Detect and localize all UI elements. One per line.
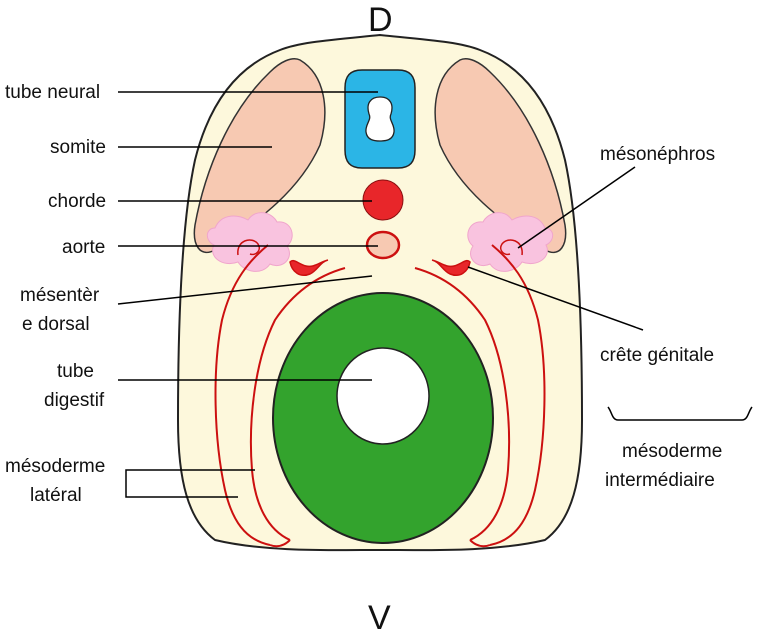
- mesonephric-tubule-right: [499, 239, 523, 256]
- genital-ridge-left: [289, 259, 329, 276]
- label-tube-neural: tube neural: [5, 82, 101, 103]
- neural-canal: [365, 96, 395, 142]
- label-mesoderme-intermediaire-line2: intermédiaire: [605, 470, 715, 491]
- mesonephric-tubule-left: [237, 239, 261, 256]
- leader-mesoderme-lateral: [125, 469, 255, 498]
- label-mesonephros: mésonéphros: [600, 144, 716, 165]
- leader-crete-genitale: [467, 266, 644, 331]
- dorsal-label: D: [368, 1, 393, 39]
- somite-right: [434, 58, 567, 254]
- notochord: [362, 179, 404, 221]
- leader-mesentere: [117, 275, 373, 305]
- label-somite: somite: [50, 137, 106, 158]
- ventral-label: V: [368, 599, 391, 637]
- lateral-mesoderm-left-outer: [214, 244, 271, 546]
- leader-mesonephros: [517, 166, 636, 249]
- label-mesoderme-lateral-line2: latéral: [30, 485, 82, 506]
- somite-left: [193, 58, 326, 254]
- aorta: [365, 230, 401, 260]
- lateral-mesoderm-right-inner: [414, 267, 511, 541]
- label-mesoderme-lateral-line1: mésoderme: [5, 456, 106, 477]
- lateral-mesoderm-left-inner: [249, 267, 346, 541]
- label-mesentere-dorsal-line2: e dorsal: [22, 314, 90, 335]
- lateral-mesoderm-left-end: [269, 539, 291, 548]
- genital-ridge-right: [431, 259, 471, 276]
- lateral-mesoderm-right-end: [469, 539, 491, 548]
- label-crete-genitale: crête génitale: [600, 345, 715, 366]
- gut-lumen: [336, 347, 430, 445]
- label-tube-digestif-line2: digestif: [44, 390, 105, 411]
- lateral-mesoderm-right-outer: [489, 244, 546, 546]
- label-mesoderme-intermediaire-line1: mésoderme: [622, 441, 723, 462]
- label-aorte: aorte: [62, 237, 106, 258]
- bracket-mesoderme-intermediaire: [607, 406, 753, 421]
- mesonephros-right: [467, 212, 554, 272]
- mesonephros-left: [206, 212, 293, 272]
- label-tube-digestif-line1: tube: [57, 361, 94, 382]
- label-mesentere-dorsal-line1: mésentèr: [20, 285, 100, 306]
- label-chorde: chorde: [48, 191, 107, 212]
